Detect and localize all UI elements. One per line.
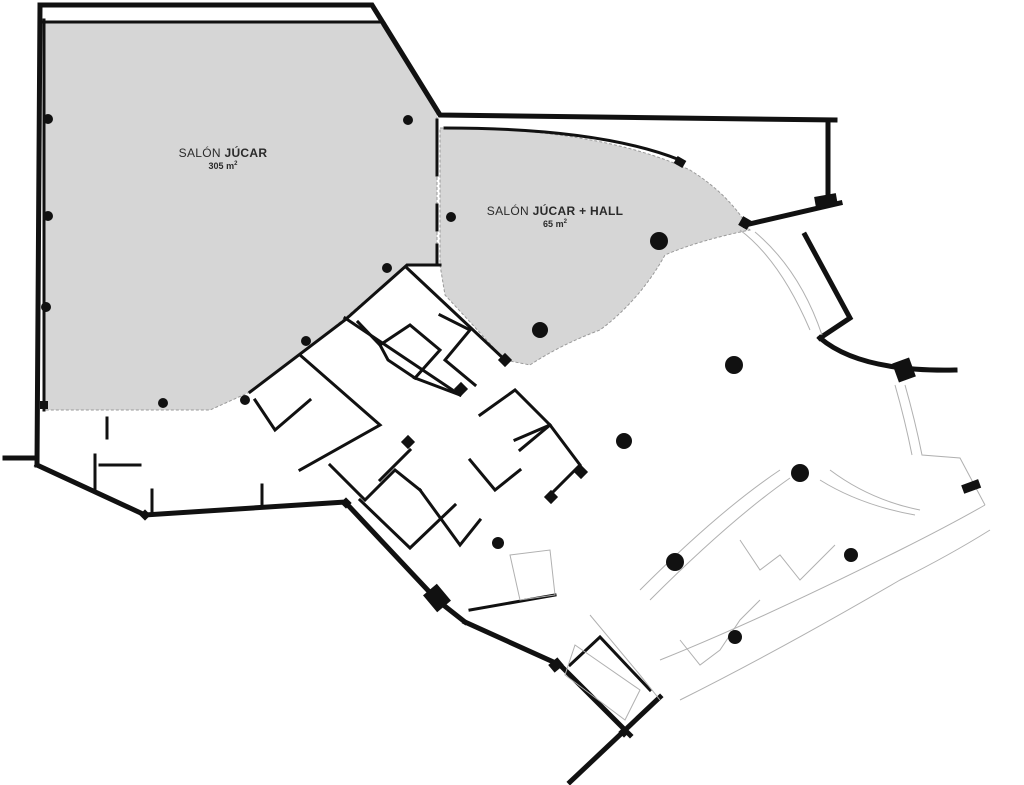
- structural-columns: [41, 114, 858, 644]
- room-name-bold: JÚCAR: [224, 146, 268, 160]
- room-area: 65 m2: [470, 219, 640, 229]
- room-name-bold: JÚCAR + HALL: [532, 204, 624, 218]
- room-label-salon-jucar-hall: SALÓN JÚCAR + HALL 65 m2: [470, 204, 640, 229]
- room-name: SALÓN JÚCAR + HALL: [470, 204, 640, 219]
- area-unit: m: [226, 160, 235, 171]
- salon-jucar-hall-area[interactable]: [439, 127, 751, 366]
- area-value: 65: [543, 218, 554, 229]
- salon-jucar-area[interactable]: [43, 21, 438, 411]
- room-name: SALÓN JÚCAR: [148, 146, 298, 161]
- area-value: 305: [208, 160, 224, 171]
- area-unit: m: [555, 218, 564, 229]
- area-exponent: 2: [563, 218, 567, 225]
- hall-thin-lines: [509, 229, 991, 721]
- room-label-salon-jucar: SALÓN JÚCAR 305 m2: [148, 146, 298, 171]
- room-prefix: SALÓN: [178, 146, 225, 160]
- area-exponent: 2: [234, 160, 238, 167]
- wall-caps: [40, 156, 982, 738]
- room-area: 305 m2: [148, 161, 298, 171]
- room-prefix: SALÓN: [486, 204, 533, 218]
